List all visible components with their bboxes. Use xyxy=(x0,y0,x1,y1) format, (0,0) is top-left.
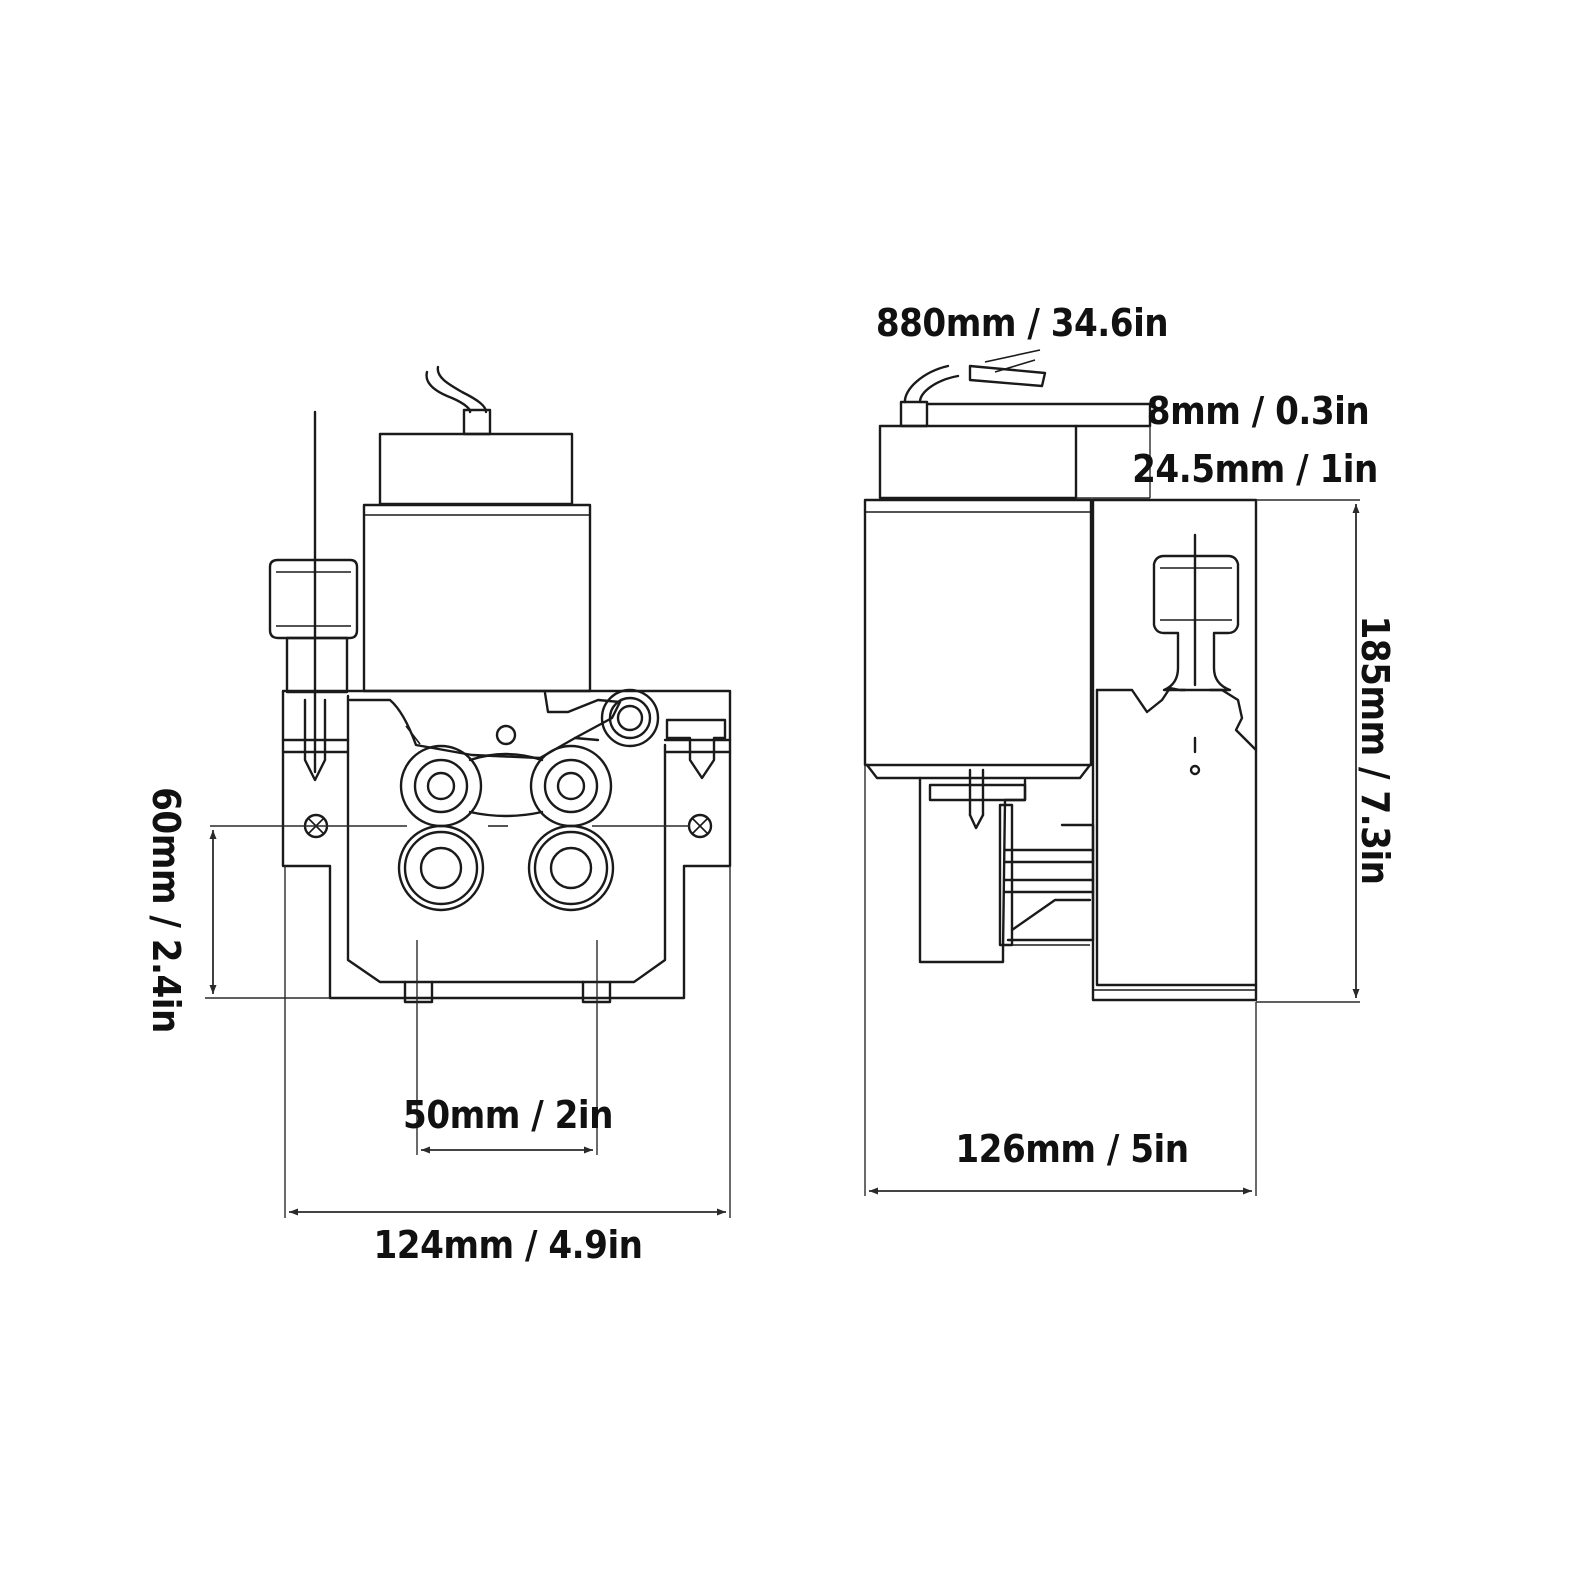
label-mount-height: 60mm / 2.4in xyxy=(144,787,188,1033)
dim-side-depth xyxy=(864,765,1257,1196)
label-cap-height: 24.5mm / 1in xyxy=(1132,447,1378,491)
front-view xyxy=(205,365,732,1218)
front-main-plate xyxy=(281,689,732,1004)
label-front-width: 124mm / 4.9in xyxy=(374,1223,643,1267)
front-motor-body xyxy=(362,503,592,693)
label-side-depth: 126mm / 5in xyxy=(955,1127,1188,1171)
label-hole-spacing: 50mm / 2in xyxy=(403,1093,613,1137)
label-cable-length: 880mm / 34.6in xyxy=(876,301,1168,345)
side-gearbox xyxy=(918,768,1095,964)
dim-mount-height xyxy=(205,830,330,999)
side-view xyxy=(863,349,1360,1196)
dim-hole-spacing xyxy=(416,940,598,1155)
front-mounting-screws xyxy=(210,813,713,839)
side-gun-connector xyxy=(1152,533,1240,776)
label-total-height: 185mm / 7.3in xyxy=(1353,616,1397,885)
label-cap-thickness: 8mm / 0.3in xyxy=(1147,389,1369,433)
front-cable xyxy=(425,365,492,436)
dim-total-height xyxy=(1256,499,1360,1003)
dim-front-width xyxy=(284,866,731,1218)
front-tension-arm xyxy=(348,688,660,760)
front-drive-rolls xyxy=(397,744,615,912)
side-cable xyxy=(899,349,1047,428)
side-back-plate xyxy=(1091,498,1258,1002)
side-motor-cap xyxy=(878,402,1152,500)
side-motor-body xyxy=(863,498,1093,780)
front-motor-cap xyxy=(378,432,574,506)
